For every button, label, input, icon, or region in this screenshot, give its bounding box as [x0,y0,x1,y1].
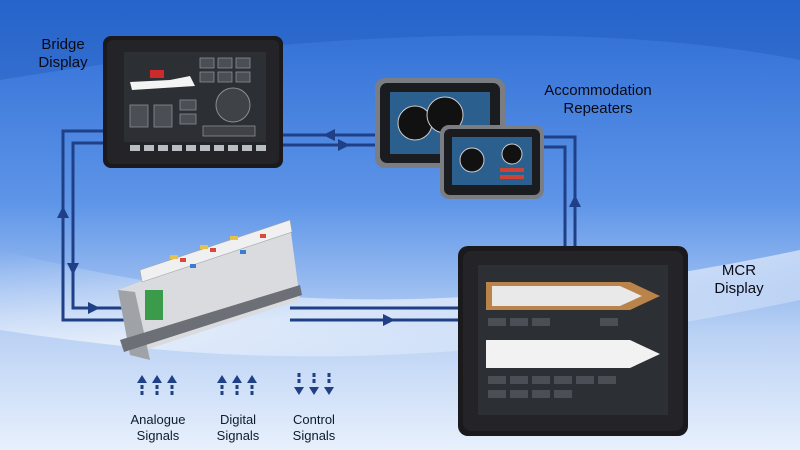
control-line1: Control [293,412,335,427]
arrow-bridge-left [323,129,335,141]
digital-signals-label: Digital Signals [198,412,278,444]
connector-left-outer [61,129,133,322]
arrow-left-right-1 [88,302,100,314]
accommodation-repeaters-label: Accommodation Repeaters [528,82,668,118]
bridge-display-label: Bridge Display [28,36,98,72]
io-module-rack [118,219,302,360]
mcr-display-device [458,246,688,436]
mcr-display-label: MCR Display [704,262,774,298]
connector-repeaters-mcr-inner [543,145,567,246]
connector-repeaters-mcr-outer [543,135,577,246]
signal-arrows [137,373,334,395]
mcr-label-line1: MCR [721,262,757,279]
analogue-line1: Analogue [130,412,186,427]
gauge-icon [459,147,485,173]
mcr-label-line2: Display [714,280,764,297]
control-signals-label: Control Signals [274,412,354,444]
arrow-mcr-left [383,314,395,326]
arrow-left-up-1 [57,206,69,218]
accommodation-label-line2: Repeaters [563,100,633,117]
repeater-display-small [440,125,544,199]
control-arrows-icon [294,373,334,395]
bridge-label-line2: Display [38,54,88,71]
gauge-icon [397,105,433,141]
arrow-bridge-right [338,139,350,151]
digital-line1: Digital [219,412,257,427]
digital-line2: Signals [216,428,260,443]
joystick-icon [215,87,251,123]
arrow-mcr-up [569,195,581,207]
digital-arrows-icon [217,375,257,395]
connector-left-inner [71,141,133,310]
arrow-left-down-1 [67,263,79,275]
accommodation-label-line1: Accommodation [544,82,652,99]
bridge-label-line1: Bridge [41,36,85,53]
analogue-line2: Signals [136,428,180,443]
control-line2: Signals [292,428,336,443]
bridge-display-device [103,36,283,168]
analogue-signals-label: Analogue Signals [118,412,198,444]
analogue-arrows-icon [137,375,177,395]
gauge-icon [501,143,523,165]
